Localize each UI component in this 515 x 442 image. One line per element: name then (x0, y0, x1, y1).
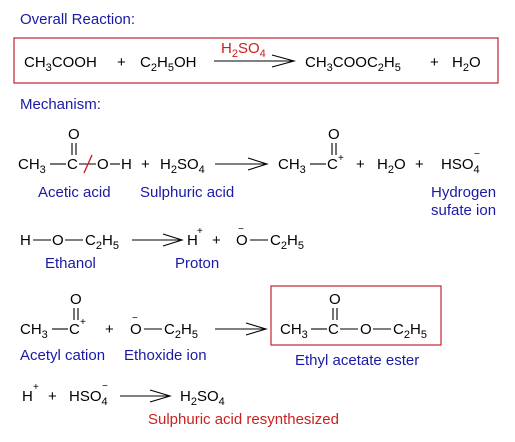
carbonyl-oxygen: O (329, 291, 341, 308)
plus-sign: + (105, 321, 114, 338)
ethoxide-oxygen: O (236, 232, 248, 249)
negative-charge: − (238, 224, 244, 235)
ethyl-group: C2H5 (164, 321, 198, 341)
ethyl-group: C2H5 (270, 232, 304, 252)
methyl-group: CH3 (18, 156, 46, 176)
hydroxyl-oxygen: O (97, 156, 109, 173)
plus-sign: + (415, 156, 424, 173)
carbonyl-oxygen: O (68, 126, 80, 143)
product-ethyl-acetate-formula: CH3COOC2H5 (305, 54, 401, 74)
negative-charge: − (474, 149, 480, 160)
reactant-ethanol-formula: C2H5OH (140, 54, 196, 74)
bond-cleavage-mark (83, 154, 93, 174)
negative-charge: − (102, 381, 108, 392)
plus-sign: + (141, 156, 150, 173)
ester-oxygen: O (360, 321, 372, 338)
label-acetyl-cation: Acetyl cation (20, 347, 105, 364)
label-sulphuric-acid: Sulphuric acid (140, 184, 234, 201)
methyl-group: CH3 (280, 321, 308, 341)
sulphuric-acid-formula: H2SO4 (180, 388, 225, 408)
reaction-arrow (215, 157, 269, 171)
double-bond (332, 308, 338, 320)
overall-reaction-arrow (214, 54, 297, 68)
carbonyl-carbon: C (327, 156, 338, 173)
methyl-group: CH3 (278, 156, 306, 176)
plus-sign: + (117, 54, 126, 71)
mechanism-heading: Mechanism: (20, 96, 101, 113)
label-ethoxide-ion: Ethoxide ion (124, 347, 207, 364)
label-hydrogen-sulfate-line2: sufate ion (431, 202, 496, 219)
label-hydrogen-sulfate-line1: Hydrogen (431, 184, 496, 201)
label-sulphuric-acid-resynthesized: Sulphuric acid resynthesized (148, 411, 339, 428)
double-bond (71, 143, 77, 155)
reaction-arrow (132, 233, 184, 247)
carbonyl-carbon: C (67, 156, 78, 173)
double-bond (73, 308, 79, 320)
label-ethyl-acetate: Ethyl acetate ester (295, 352, 419, 369)
ethoxide-oxygen: O (130, 321, 142, 338)
positive-charge: + (33, 382, 39, 393)
product-water-formula: H2O (452, 54, 481, 74)
ethyl-acetate-box (270, 285, 442, 346)
reaction-arrow (120, 389, 172, 403)
plus-sign: + (48, 388, 57, 405)
double-bond (331, 143, 337, 155)
hydrogen-sulfate-formula: HSO4 (441, 156, 480, 176)
carbonyl-carbon: C (328, 321, 339, 338)
positive-charge: + (197, 226, 203, 237)
hydroxyl-hydrogen: H (121, 156, 132, 173)
label-acetic-acid: Acetic acid (38, 184, 111, 201)
ethanol-hydrogen: H (20, 232, 31, 249)
plus-sign: + (430, 54, 439, 71)
plus-sign: + (212, 232, 221, 249)
carbonyl-oxygen: O (328, 126, 340, 143)
ethanol-oxygen: O (52, 232, 64, 249)
catalyst-formula: H2SO4 (221, 40, 266, 60)
proton-formula: H (187, 232, 198, 249)
overall-reaction-box (13, 37, 499, 84)
water-formula: H2O (377, 156, 406, 176)
ethyl-group: C2H5 (393, 321, 427, 341)
reactant-acetic-acid-formula: CH3COOH (24, 54, 97, 74)
proton-formula: H (22, 388, 33, 405)
hydrogen-sulfate-formula: HSO4 (69, 388, 108, 408)
sulphuric-acid-formula: H2SO4 (160, 156, 205, 176)
positive-charge: + (80, 317, 86, 328)
carbonyl-carbon: C (69, 321, 80, 338)
methyl-group: CH3 (20, 321, 48, 341)
carbonyl-oxygen: O (70, 291, 82, 308)
negative-charge: − (132, 313, 138, 324)
label-ethanol: Ethanol (45, 255, 96, 272)
ethyl-group: C2H5 (85, 232, 119, 252)
label-proton: Proton (175, 255, 219, 272)
positive-charge: + (338, 153, 344, 164)
overall-heading: Overall Reaction: (20, 11, 135, 28)
reaction-arrow (215, 322, 268, 336)
plus-sign: + (356, 156, 365, 173)
